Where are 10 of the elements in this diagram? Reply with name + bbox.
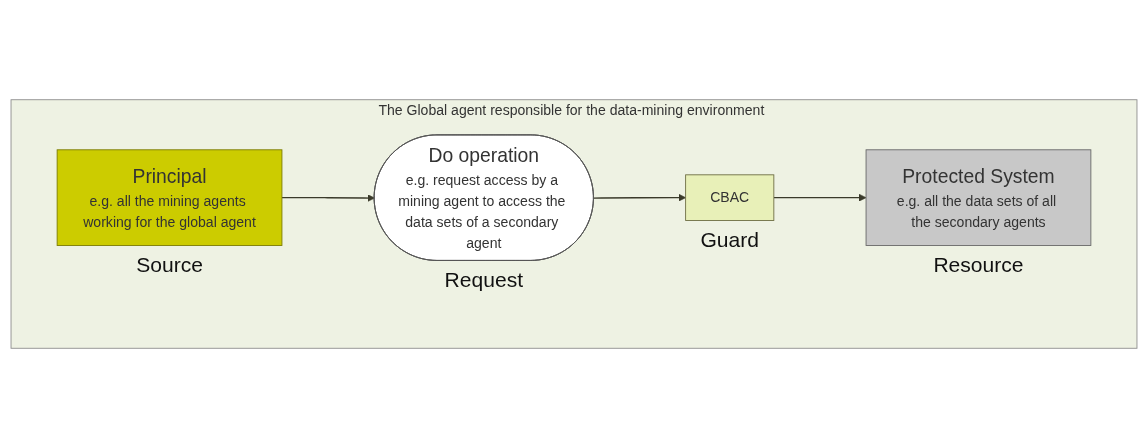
role-label: Guard: [699, 227, 759, 251]
role-label: Resource: [932, 252, 1024, 276]
role-label: Request: [444, 267, 523, 291]
arrow: [280, 193, 375, 202]
role-label: Source: [135, 252, 203, 276]
arrow: [772, 193, 866, 201]
arrow: [592, 193, 686, 201]
node-box: Protected System e.g. all the data sets of all the secondary agents: [865, 148, 1091, 246]
node-box: CBAC: [684, 173, 774, 221]
node-box: Principal e.g. all the mining agents working for the global agent: [56, 148, 282, 246]
